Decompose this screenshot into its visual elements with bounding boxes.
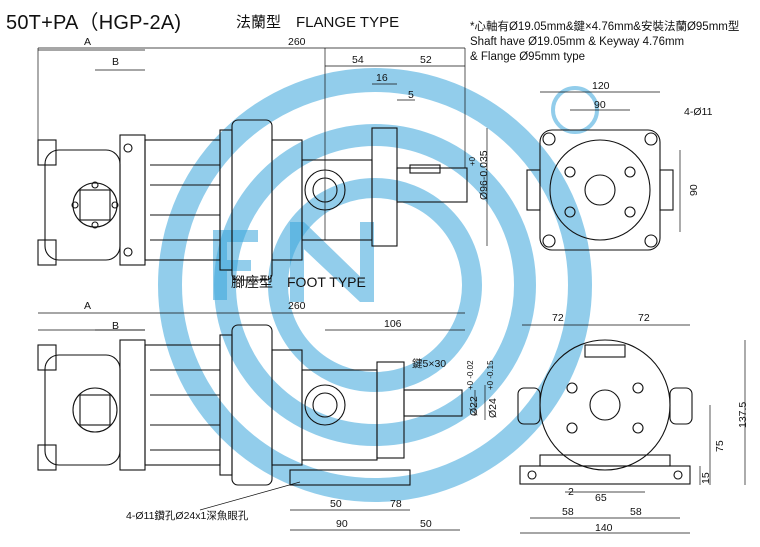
dim-flange-end-width: 120 [592,80,610,92]
page-title: 50T+PA（HGP-2A) [6,12,182,34]
dim-foot-tol2: +0 -0.15 [486,360,495,390]
dim-foot-78: 78 [390,498,402,510]
dim-flange-b: B [112,56,120,68]
foot-type-title: 腳座型 FOOT TYPE [231,274,366,290]
dim-flange-shaft-dia: Ø96-0.035 [478,150,490,200]
flange-side-view [37,119,468,281]
dim-foot-end-65: 65 [595,492,607,504]
note-line-3: & Flange Ø95mm type [470,51,586,63]
dim-foot-end-right72: 72 [638,312,650,324]
foot-end-view [517,339,693,485]
dim-foot-key: 鍵5×30 [412,358,447,370]
dim-flange-shaft-tol: +0 [468,156,477,166]
dim-foot-end-2: 2 [568,486,574,498]
dim-foot-end-137: 137.5 [737,401,749,428]
dim-foot-d24: Ø24 [487,398,499,418]
dim-foot-tol1: +0 -0.02 [466,360,475,390]
dim-foot-end-left72: 72 [552,312,564,324]
dim-foot-total: 260 [288,300,306,312]
dim-foot-50b: 50 [420,518,432,530]
dim-flange-52: 52 [420,54,432,66]
dim-foot-end-75: 75 [714,440,726,452]
dim-foot-end-140: 140 [595,522,613,534]
flange-end-view [526,129,674,251]
foot-side-view [37,324,463,486]
dim-flange-total: 260 [288,36,306,48]
page-subtitle: 法蘭型 FLANGE TYPE [236,14,400,31]
dim-flange-end-holes: 4-Ø11 [684,106,713,118]
dim-foot-106: 106 [384,318,402,330]
dim-flange-a: A [84,36,92,48]
dim-foot-end-15: 15 [700,472,712,484]
dim-foot-50a: 50 [330,498,342,510]
dim-foot-end-58a: 58 [562,506,574,518]
note-line-2: Shaft have Ø19.05mm & Keyway 4.76mm [470,36,685,48]
dim-flange-54: 54 [352,54,364,66]
dim-foot-a: A [84,300,92,312]
dim-foot-b: B [112,320,120,332]
dim-foot-d22: Ø22 [468,396,480,416]
dim-foot-end-58b: 58 [630,506,642,518]
dim-foot-90: 90 [336,518,348,530]
dim-flange-end-height: 90 [688,184,700,196]
dim-flange-end-bolt: 90 [594,99,606,111]
dim-flange-16: 16 [376,72,388,84]
dim-flange-5: 5 [408,89,414,101]
note-line-1: *心軸有Ø19.05mm&鍵×4.76mm&安裝法蘭Ø95mm型 [470,21,740,33]
foot-holes-note: 4-Ø11鑽孔Ø24x1深魚眼孔 [126,510,249,522]
